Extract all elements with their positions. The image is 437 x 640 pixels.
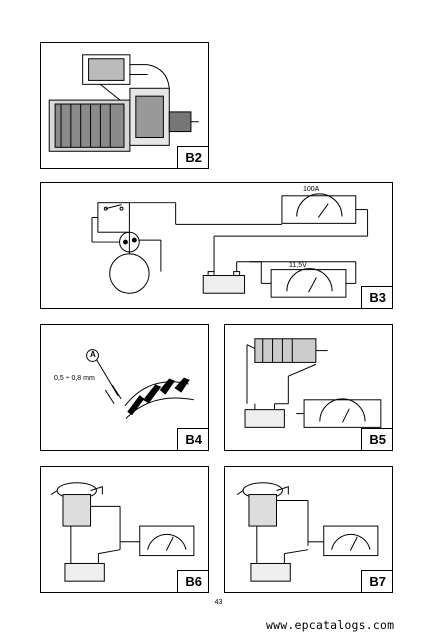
panel-tag-b7: B7 <box>361 570 392 592</box>
panel-b4: A 0,5 ÷ 0,8 mm B4 <box>40 324 209 451</box>
solenoid-test-wiring-diagram-b6 <box>50 482 195 582</box>
panel-tag-b6: B6 <box>177 570 208 592</box>
starter-motor-cutaway-drawing <box>48 54 199 152</box>
callout-a: A <box>90 350 96 359</box>
commutator-gap-drawing <box>86 349 194 419</box>
panel-b3: 100A 11,5V B3 <box>40 182 393 309</box>
no-load-test-wiring-diagram <box>91 193 369 298</box>
ammeter-range-label: 100A <box>303 186 320 193</box>
armature-test-wiring-diagram <box>244 338 382 428</box>
gap-spec-label: 0,5 ÷ 0,8 mm <box>54 375 95 382</box>
panel-tag-b5: B5 <box>361 428 392 450</box>
watermark: www.epcatalogs.com <box>266 618 395 632</box>
solenoid-test-wiring-diagram-b7 <box>236 482 379 582</box>
panel-tag-b4: B4 <box>177 428 208 450</box>
page-number: 43 <box>214 599 223 606</box>
panel-tag-b2: B2 <box>177 146 208 168</box>
panel-b2: B2 <box>40 42 209 169</box>
voltmeter-range-label: 11,5V <box>289 262 307 269</box>
panel-b6: B6 <box>40 466 209 593</box>
panel-tag-b3: B3 <box>361 286 392 308</box>
panel-b5: B5 <box>224 324 393 451</box>
panel-b7: B7 <box>224 466 393 593</box>
